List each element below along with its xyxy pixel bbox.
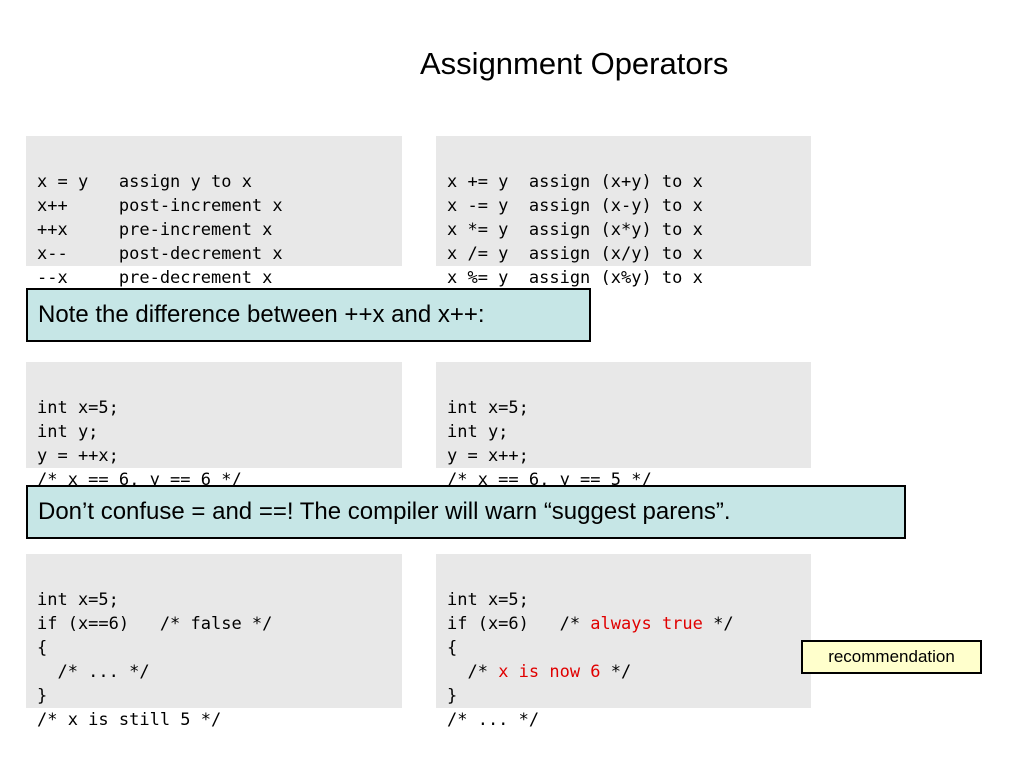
code-text: /* <box>447 662 499 682</box>
equality-example-code: int x=5; if (x==6) /* false */ { /* ... */… <box>26 554 402 730</box>
code-line: if (x==6) /* false */ <box>37 614 273 634</box>
code-line: /* x is still 5 */ <box>37 710 222 730</box>
code-line: /* x is now 6 */ <box>447 660 800 684</box>
code-line: x *= y assign (x*y) to x <box>447 220 703 240</box>
code-text: if (x=6) /* <box>447 614 591 634</box>
code-line: int x=5; <box>447 398 529 418</box>
highlighted-comment-text: always true <box>590 614 703 634</box>
code-text: */ <box>702 614 734 634</box>
code-line: /* ... */ <box>447 710 540 730</box>
compound-operators-code-box: x += y assign (x+y) to x x -= y assign (x… <box>436 136 811 288</box>
code-line: --x pre-decrement x <box>37 268 273 288</box>
code-line: x = y assign y to x <box>37 172 252 192</box>
code-line: x %= y assign (x%y) to x <box>447 268 703 288</box>
code-line: { <box>37 638 48 658</box>
code-line: x -= y assign (x-y) to x <box>447 196 703 216</box>
code-line: x += y assign (x+y) to x <box>447 172 703 192</box>
code-line: x++ post-increment x <box>37 196 283 216</box>
equality-warning-callout: Don’t confuse = and ==! The compiler wil… <box>26 485 906 539</box>
pre-increment-example-code: int x=5;int y;y = ++x;/* x == 6, y == 6 … <box>26 362 402 490</box>
code-line: y = ++x; <box>37 446 119 466</box>
code-line: int y; <box>447 422 509 442</box>
code-line: int x=5; <box>37 590 119 610</box>
simple-operators-code-box: x = y assign y to x x++ post-increment x +… <box>26 136 402 288</box>
code-line: } <box>37 686 48 706</box>
code-text: */ <box>600 662 632 682</box>
assignment-in-condition-example-code: int x=5;if (x=6) /* always true */{ /* x… <box>436 554 811 730</box>
code-line: x-- post-decrement x <box>37 244 283 264</box>
code-line: int y; <box>37 422 99 442</box>
code-line: int x=5; <box>447 590 529 610</box>
slide-title: Assignment Operators <box>420 46 729 81</box>
highlighted-comment-text: x is now 6 <box>498 662 601 682</box>
code-line: { <box>447 638 458 658</box>
code-line: x /= y assign (x/y) to x <box>447 244 703 264</box>
code-line: /* ... */ <box>37 662 150 682</box>
code-line: y = x++; <box>447 446 529 466</box>
code-line: if (x=6) /* always true */ <box>447 612 800 636</box>
post-increment-example-code: int x=5;int y;y = x++;/* x == 6, y == 5 … <box>436 362 811 490</box>
code-line: int x=5; <box>37 398 119 418</box>
code-line: } <box>447 686 458 706</box>
code-line: ++x pre-increment x <box>37 220 273 240</box>
increment-note-callout: Note the difference between ++x and x++: <box>26 288 591 342</box>
recommendation-label: recommendation <box>801 640 982 674</box>
